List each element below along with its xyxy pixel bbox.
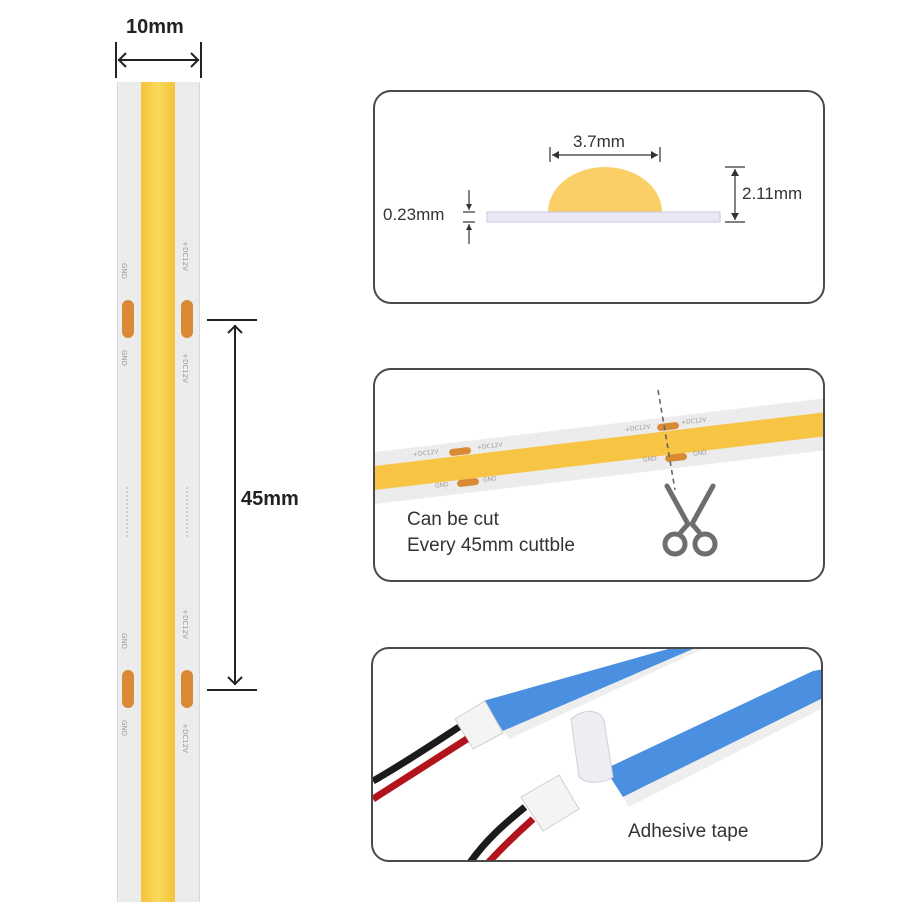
pad-label-positive: +DC12V bbox=[180, 609, 189, 639]
pad-label-positive: +DC12V bbox=[180, 723, 189, 753]
adhesive-tape-panel: Adhesive tape bbox=[371, 647, 823, 862]
pad-label-gnd: GND bbox=[120, 349, 129, 367]
cut-panel: +DC12V +DC12V GND GND +DC12V +DC12V GND … bbox=[373, 368, 825, 582]
profile-thickness-label: 0.23mm bbox=[383, 205, 445, 224]
cut-mark bbox=[126, 487, 130, 537]
led-band bbox=[141, 82, 175, 902]
tape-photo bbox=[373, 649, 821, 860]
profile-height-label: 2.11mm bbox=[742, 184, 803, 203]
profile-panel: 3.7mm 0.23mm 2.11mm bbox=[373, 90, 825, 304]
cut-spacing-label: 45mm bbox=[241, 488, 299, 510]
diagonal-strip bbox=[375, 389, 823, 504]
profile-diagram bbox=[463, 147, 745, 244]
solder-pad-gnd bbox=[122, 300, 134, 338]
solder-pad-positive bbox=[181, 670, 193, 708]
cut-caption-line1: Can be cut bbox=[407, 509, 499, 530]
cut-mark bbox=[186, 487, 190, 537]
pad-label-gnd: GND bbox=[120, 719, 129, 737]
led-strip-vertical: GND GND +DC12V +DC12V GND GND +DC12V +DC… bbox=[117, 82, 200, 902]
scissors-icon bbox=[662, 483, 718, 557]
strip-width-arrow bbox=[115, 42, 202, 78]
cut-caption-line2: Every 45mm cuttble bbox=[407, 535, 575, 556]
solder-pad-gnd bbox=[122, 670, 134, 708]
strip-width-label: 10mm bbox=[126, 16, 184, 38]
strip-width-dimension: 10mm bbox=[112, 14, 207, 78]
pad-label-gnd: GND bbox=[120, 632, 129, 650]
pad-label-gnd: GND bbox=[120, 262, 129, 280]
tape-caption: Adhesive tape bbox=[628, 821, 749, 842]
cut-spacing-arrow bbox=[207, 319, 257, 691]
pad-label-positive: +DC12V bbox=[180, 241, 189, 271]
solder-pad-positive bbox=[181, 300, 193, 338]
pad-label-positive: +DC12V bbox=[180, 353, 189, 383]
profile-width-label: 3.7mm bbox=[573, 132, 625, 151]
